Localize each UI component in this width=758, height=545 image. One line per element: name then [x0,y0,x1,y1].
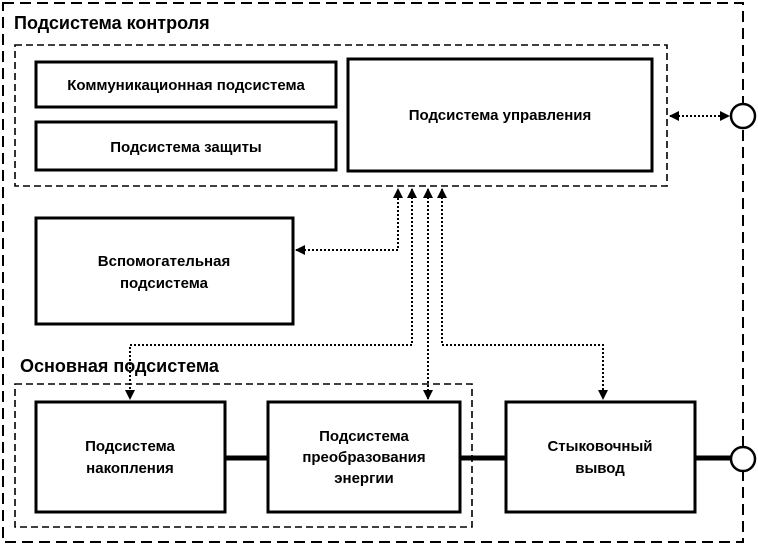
main-subsystem-title: Основная подсистема [20,356,220,376]
protection-subsystem-label: Подсистема защиты [110,139,262,156]
accumulation-label-line-2: накопления [86,460,174,477]
power-port-circle [729,445,757,473]
docking-output-label-line-2: вывод [575,460,625,477]
control-group-boundary [14,44,668,187]
auxiliary-subsystem-label-line-1: Вспомогательная [98,253,230,270]
protection-subsystem-block [34,120,338,172]
management-subsystem-block [346,57,654,173]
control-port-circle [729,102,757,130]
auxiliary-control-link [295,188,403,255]
conversion-label-line-1: Подсистема [319,428,409,445]
auxiliary-subsystem-label-line-2: подсистема [120,275,209,292]
conversion-subsystem-block [266,400,462,514]
communication-subsystem-label: Коммуникационная подсистема [67,77,305,94]
conversion-label-line-2: преобразования [302,449,425,466]
auxiliary-subsystem-block [34,216,295,326]
docking-output-block [504,400,697,514]
docking-control-link [437,188,608,400]
conversion-label-line-3: энергии [334,470,394,487]
management-subsystem-label: Подсистема управления [409,107,592,124]
communication-subsystem-block [34,60,338,109]
docking-output-label-line-1: Стыковочный [547,438,652,455]
accumulation-control-link [125,188,417,400]
control-subsystem-boundary [2,2,744,543]
accumulation-subsystem-block [34,400,227,514]
accumulation-label-line-1: Подсистема [85,438,175,455]
control-subsystem-title: Подсистема контроля [14,13,210,33]
